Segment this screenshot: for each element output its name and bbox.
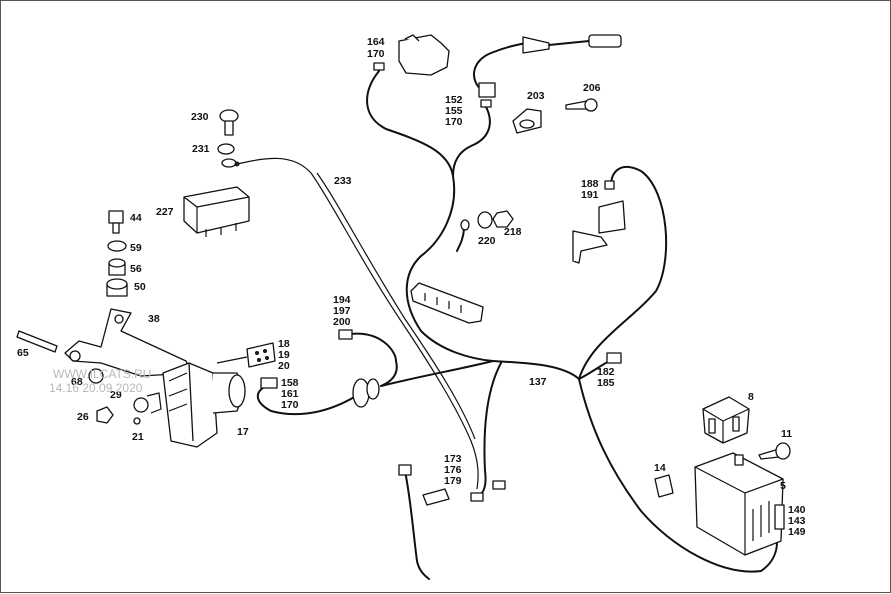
callout-50: 50 (134, 281, 146, 293)
bracket-14-part (654, 474, 674, 498)
screw-230-part (219, 109, 239, 136)
connector-158-part (260, 377, 278, 389)
callout-56: 56 (130, 263, 142, 275)
callout-21: 21 (132, 431, 144, 443)
cable-top-right (473, 34, 622, 108)
callout-5: 5 (780, 480, 786, 492)
connector-18-part (216, 342, 276, 368)
callout-17: 17 (237, 426, 249, 438)
callout-231: 231 (192, 143, 210, 155)
callout-8: 8 (748, 391, 754, 403)
watermark-site: WWW.ILCATS.RU (53, 367, 151, 381)
callout-65: 65 (17, 347, 29, 359)
grommet-part (352, 378, 380, 408)
actuator-17-part (162, 362, 246, 448)
bracket-203-part (512, 108, 542, 134)
callout-44: 44 (130, 212, 142, 224)
callout-11: 11 (781, 428, 792, 440)
connector-block-part (410, 282, 484, 324)
relay-188-part (572, 180, 626, 264)
callout-38: 38 (148, 313, 160, 325)
callout-206: 206 (583, 82, 601, 94)
connectors-173-part (470, 480, 506, 502)
harness-wires (256, 70, 779, 573)
callout-230: 230 (191, 111, 209, 123)
stud-65-part (16, 330, 58, 353)
callout-227: 227 (156, 206, 174, 218)
ground-strap-part (398, 464, 450, 580)
small-parts-68-29-26-21 (88, 368, 162, 425)
washer-231-part (217, 143, 240, 168)
connector-182-part (606, 352, 622, 364)
watermark: WWW.ILCATS.RU 14.16 20.09.2020 (49, 367, 151, 395)
fusebox-227-part (183, 186, 250, 237)
screw-11-part (758, 442, 791, 460)
relay-8-part (702, 396, 750, 444)
connector-164-part (373, 34, 450, 76)
callout-14: 14 (654, 462, 666, 474)
callout-68: 68 (71, 376, 83, 388)
control-unit-5-part (694, 452, 785, 556)
callout-26: 26 (77, 411, 89, 423)
callout-29: 29 (110, 389, 122, 401)
callout-233: 233 (334, 175, 352, 187)
nuts-220-218-part (456, 210, 514, 252)
watermark-timestamp: 14.16 20.09.2020 (49, 381, 143, 395)
callout-137: 137 (529, 376, 547, 388)
callout-59: 59 (130, 242, 142, 254)
bracket-38-part (64, 308, 192, 377)
callout-220: 220 (478, 235, 496, 247)
cable-233 (236, 157, 479, 490)
callout-203: 203 (527, 90, 545, 102)
bolt-stack-part (106, 210, 128, 297)
connector-194-part (338, 329, 353, 340)
callout-218: 218 (504, 226, 522, 238)
screw-206-part (565, 98, 598, 112)
